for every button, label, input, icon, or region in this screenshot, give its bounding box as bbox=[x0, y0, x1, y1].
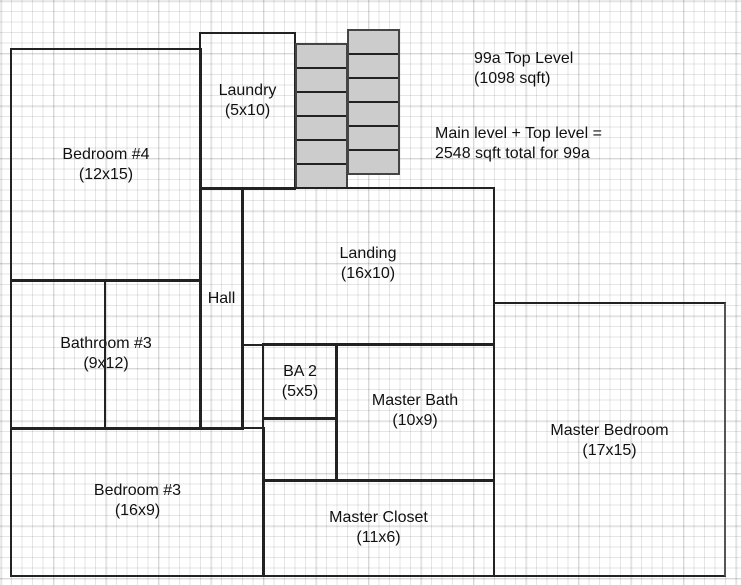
level-sqft: (1098 sqft) bbox=[474, 70, 551, 87]
room-name: Bedroom #3 bbox=[93, 482, 182, 499]
room-name: Master Bedroom bbox=[550, 421, 669, 439]
room-name: Master Closet bbox=[329, 509, 428, 526]
level-title-text: 99a Top Level bbox=[474, 50, 574, 67]
room-ba-2: BA 2 (5x5) bbox=[262, 343, 338, 420]
total-note-line-2: 2548 sqft total for 99a bbox=[435, 145, 590, 162]
stair-step bbox=[297, 91, 346, 93]
stair-step bbox=[297, 163, 346, 165]
stair-step bbox=[349, 53, 398, 55]
level-title: 99a Top Level (1098 sqft) bbox=[474, 49, 573, 89]
room-closet-below-ba2 bbox=[262, 417, 338, 482]
room-master-closet: Master Closet (11x6) bbox=[262, 479, 495, 577]
staircase-right bbox=[347, 29, 400, 175]
staircase-left bbox=[295, 43, 348, 189]
hall-wall-extension bbox=[241, 344, 243, 430]
room-size: (16x10) bbox=[340, 265, 396, 282]
stair-step bbox=[349, 149, 398, 151]
total-note-line-1: Main level + Top level = bbox=[435, 125, 602, 142]
room-master-bedroom: Master Bedroom (17x15) bbox=[493, 302, 726, 577]
stair-step bbox=[297, 115, 346, 117]
wall-segment bbox=[241, 344, 265, 346]
room-name: Master Bath bbox=[371, 391, 459, 409]
room-master-bath: Master Bath (10x9) bbox=[335, 343, 495, 482]
stair-step bbox=[349, 77, 398, 79]
room-size: (12x15) bbox=[78, 166, 134, 183]
room-size: (16x9) bbox=[114, 502, 161, 519]
room-size: (11x6) bbox=[356, 529, 401, 546]
room-name: BA 2 bbox=[283, 362, 317, 380]
room-size: (5x5) bbox=[281, 382, 319, 400]
room-size: (17x15) bbox=[582, 441, 637, 459]
stair-step bbox=[349, 101, 398, 103]
room-bedroom-3: Bedroom #3 (16x9) bbox=[10, 427, 265, 577]
room-size: (5x10) bbox=[224, 102, 271, 119]
bathroom-3-divider bbox=[104, 281, 106, 428]
total-sqft-note: Main level + Top level = 2548 sqft total… bbox=[435, 124, 602, 164]
room-hall: Hall bbox=[199, 187, 244, 430]
room-landing: Landing (16x10) bbox=[241, 187, 495, 346]
room-name: Hall bbox=[207, 290, 236, 307]
room-bathroom-3: Bathroom #3 (9x12) bbox=[10, 279, 202, 430]
room-laundry: Laundry (5x10) bbox=[199, 32, 296, 190]
room-name: Laundry bbox=[218, 82, 277, 99]
room-size: (10x9) bbox=[392, 411, 438, 429]
stair-step bbox=[297, 139, 346, 141]
room-bedroom-4: Bedroom #4 (12x15) bbox=[10, 48, 202, 282]
room-name: Landing bbox=[339, 245, 397, 262]
stair-step bbox=[297, 67, 346, 69]
room-name: Bedroom #4 bbox=[62, 146, 150, 163]
stair-step bbox=[349, 125, 398, 127]
